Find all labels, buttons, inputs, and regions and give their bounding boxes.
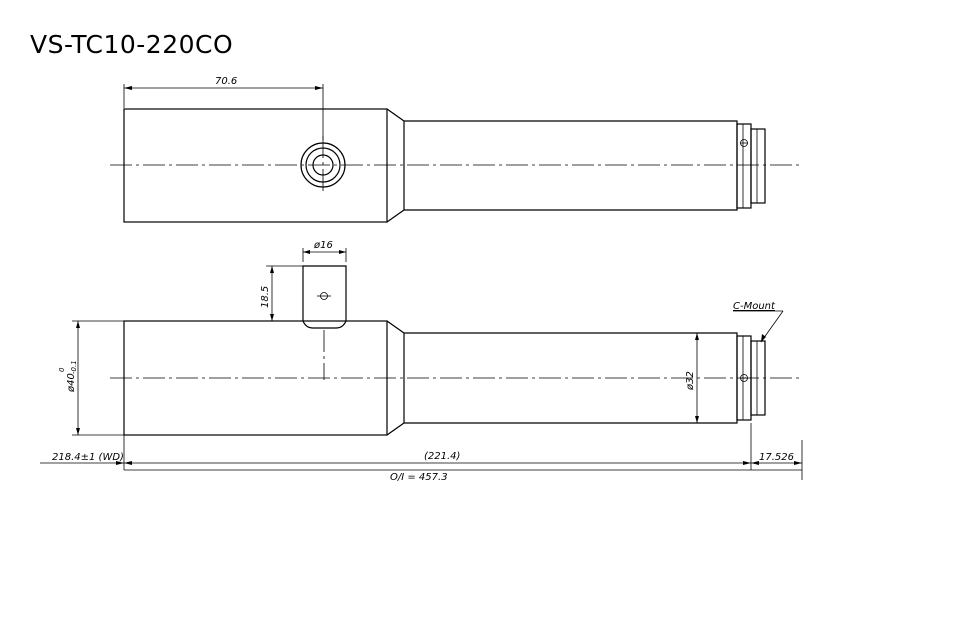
dim-body-tol-lower: -0.1 xyxy=(70,360,78,374)
mount-ring-top xyxy=(736,123,752,209)
dim-tube-diameter: ø32 xyxy=(685,371,696,391)
bottom-dimensions: 218.4±1 (WD) (221.4) 17.526 O/I = 457.3 xyxy=(40,423,803,483)
dim-top-length: 70.6 xyxy=(215,76,237,87)
dim-total: O/I = 457.3 xyxy=(390,472,448,483)
dim-mount-length: 17.526 xyxy=(759,452,794,463)
dim-body-diameter: ø40 xyxy=(66,373,77,393)
dim-port-height: 18.5 xyxy=(260,286,271,308)
side-view: ø16 18.5 ø40 0 -0.1 xyxy=(58,240,802,436)
dim-middle-length: (221.4) xyxy=(424,451,460,462)
port-base xyxy=(302,320,347,329)
top-view: 70.6 xyxy=(110,76,802,223)
c-mount-label: C-Mount xyxy=(733,301,776,312)
tube-top xyxy=(386,108,738,223)
dim-working-distance: 218.4±1 (WD) xyxy=(52,452,124,463)
dim-body-tol-upper: 0 xyxy=(58,367,66,372)
c-mount-top xyxy=(750,128,766,204)
body-top xyxy=(123,108,388,223)
dim-port-diameter: ø16 xyxy=(313,240,333,251)
port-block xyxy=(302,265,347,321)
drawing-title: VS-TC10-220CO xyxy=(30,30,234,59)
